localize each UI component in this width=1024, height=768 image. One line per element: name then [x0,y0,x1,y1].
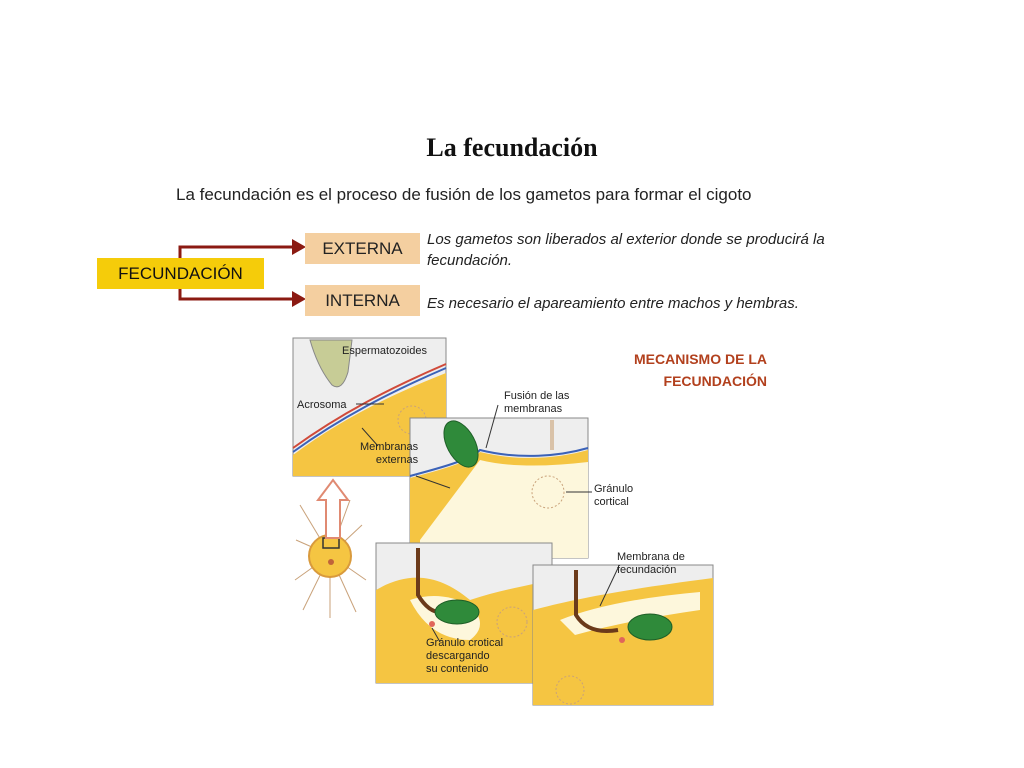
label-leaders [356,403,619,643]
label-descargando-line-2: descargando [426,650,490,662]
arrowhead-interna [292,291,306,307]
stage-panel-3 [375,542,553,684]
label-fusion-membranas: Fusión de las membranas [504,390,569,416]
externa-description: Los gametos son liberados al exterior do… [427,229,825,271]
label-membrana-line-1: Membrana de [617,551,685,563]
label-granulo-descargando: Gránulo crotical descargando su contenid… [426,637,503,676]
panel-1-membrane-inner [292,363,447,449]
label-fusion-line-1: Fusión de las [504,390,570,402]
fecundacion-box: FECUNDACIÓN [97,258,264,289]
panel-2-cytoplasm-cone [420,460,588,558]
mechanism-title-line-1: MECANISMO DE LA [634,351,767,367]
zoom-arrow [316,478,350,539]
panel-4-granule [555,675,585,705]
panel-1-membrane-outer [292,367,447,453]
arrow-interna [178,289,294,301]
panel-1-sperm [309,339,353,388]
externa-description-line-2: fecundación. [427,252,513,269]
label-membrana-line-2: fecundación [617,564,677,576]
label-granulo-cortical: Gránulo cortical [594,483,633,509]
label-granulo-line-2: cortical [594,496,629,508]
label-descargando-line-3: su contenido [426,663,489,675]
label-espermatozoides: Espermatozoides [342,345,427,357]
interna-description: Es necesario el apareamiento entre macho… [427,295,799,312]
externa-description-line-1: Los gametos son liberados al exterior do… [427,231,825,248]
panel-2-membrane [409,447,589,477]
interna-box: INTERNA [305,285,420,316]
arrow-externa [178,245,294,258]
label-membranas-externas-line-1: Membranas [360,441,419,453]
arrowhead-externa [292,239,306,255]
egg-cell [308,534,352,578]
panel-4-sperm-tail [574,570,619,633]
panel-2-sperm-head [443,420,479,468]
egg-overview [294,478,367,618]
panel-3-granule [496,606,528,638]
label-granulo-line-1: Gránulo [594,483,634,495]
externa-box: EXTERNA [305,233,420,264]
mechanism-title-line-2: FECUNDACIÓN [663,373,767,389]
page-title: La fecundación [426,133,598,162]
label-membranas-externas-line-2: externas [375,454,419,466]
stage-panel-4 [532,564,714,706]
panel-1-egg [293,373,446,476]
panel-4-fertilization-space [560,592,700,635]
mechanism-title: MECANISMO DE LA FECUNDACIÓN [595,348,767,392]
panel-3-sperm-head [434,599,480,625]
label-membrana-fecundacion: Membrana de fecundación [617,551,685,577]
panel-4-granule-content [619,637,625,643]
egg-nucleus [328,559,334,565]
page-subtitle: La fecundación es el proceso de fusión d… [176,185,752,204]
label-acrosoma: Acrosoma [297,399,347,411]
panel-4-sperm-head [627,613,673,641]
stage-panel-2 [409,417,589,559]
panel-3-granule-content [429,621,435,627]
label-fusion-line-2: membranas [504,403,563,415]
label-membranas-externas: Membranas externas [360,441,418,467]
panel-2-granule [531,475,565,509]
label-descargando-line-1: Gránulo crotical [426,637,504,649]
